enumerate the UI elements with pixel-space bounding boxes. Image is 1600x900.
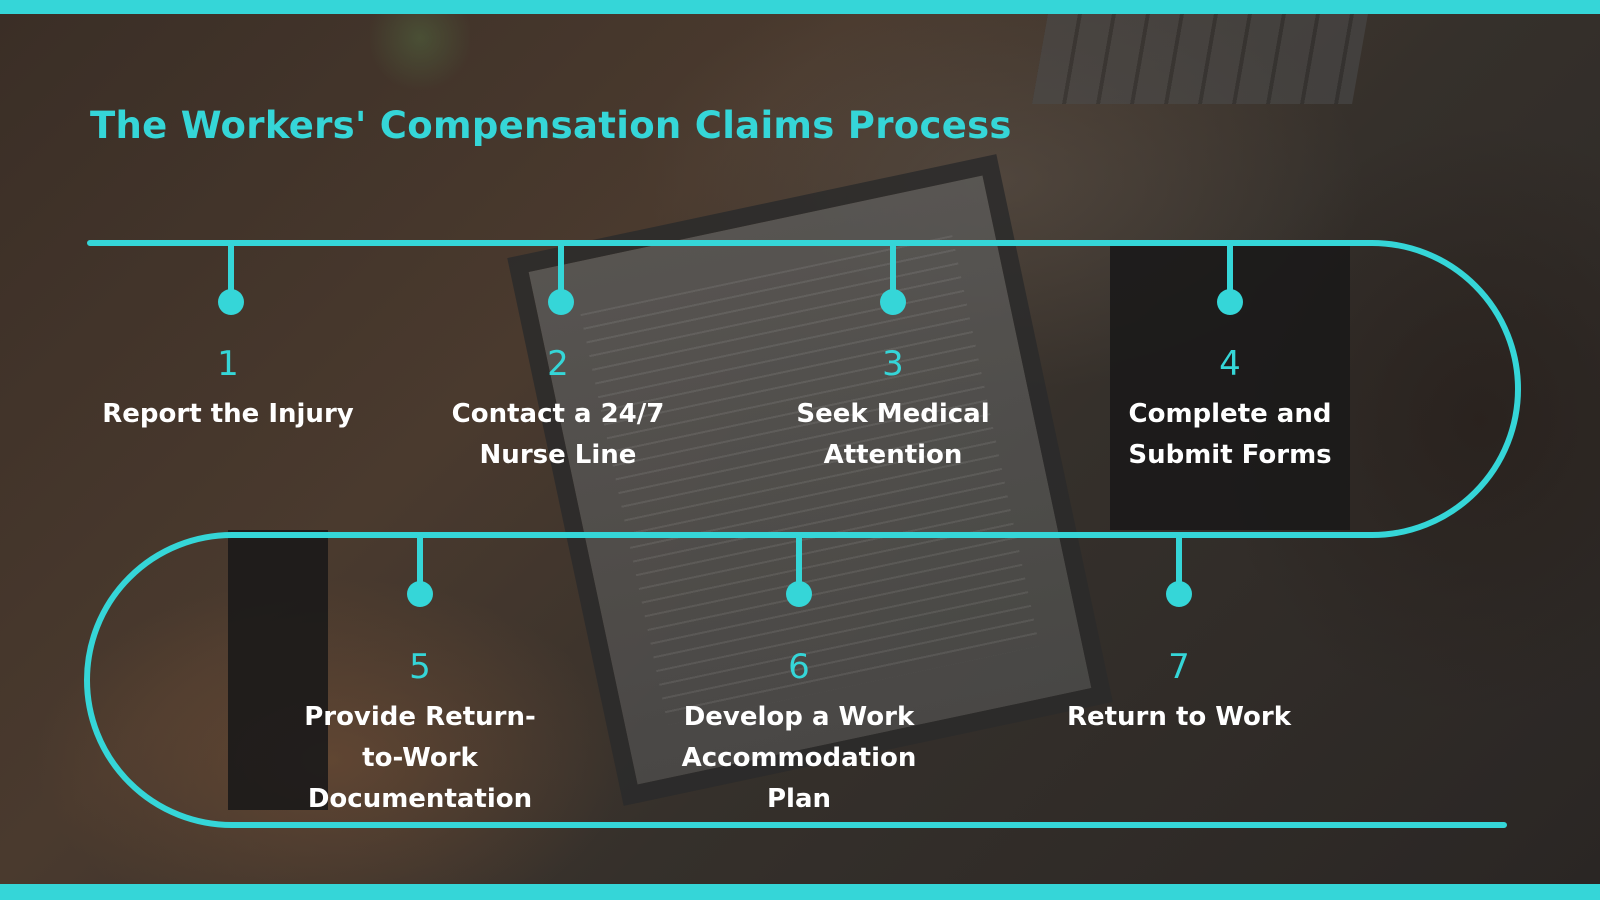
step-label: Provide Return-to-Work Documentation [304,702,536,814]
step-label: Complete and Submit Forms [1128,399,1332,470]
step-6: 6 Develop a Work Accommodation Plan [669,645,929,820]
step-5: 5 Provide Return-to-Work Documentation [285,645,555,820]
step-number: 5 [409,647,431,687]
step-number: 7 [1168,647,1190,687]
page-title: The Workers' Compensation Claims Process [90,104,1012,147]
step-number: 4 [1219,344,1241,384]
step-label: Seek Medical Attention [796,399,990,470]
step-label: Report the Injury [102,399,354,429]
node-dot-7 [1166,581,1192,607]
step-number: 3 [882,344,904,384]
node-dot-4 [1217,289,1243,315]
node-dot-1 [218,289,244,315]
step-label: Contact a 24/7 Nurse Line [451,399,665,470]
step-number: 2 [547,344,569,384]
step-label: Return to Work [1066,702,1292,732]
node-dot-6 [786,581,812,607]
step-3: 3 Seek Medical Attention [763,342,1023,476]
bottom-accent-bar [0,884,1600,900]
step-label: Develop a Work Accommodation Plan [681,702,917,814]
node-dot-5 [407,581,433,607]
step-7: 7 Return to Work [1039,645,1319,738]
node-dot-3 [880,289,906,315]
top-accent-bar [0,0,1600,14]
plant [370,14,470,94]
step-number: 1 [217,344,239,384]
step-1: 1 Report the Injury [88,342,368,435]
step-number: 6 [788,647,810,687]
node-dot-2 [548,289,574,315]
step-4: 4 Complete and Submit Forms [1100,342,1360,476]
step-2: 2 Contact a 24/7 Nurse Line [418,342,698,476]
dark-panel-left [228,530,328,810]
